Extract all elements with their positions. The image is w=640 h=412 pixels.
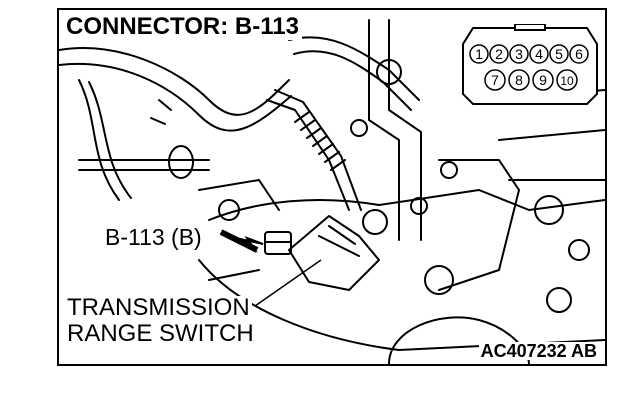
bracket [368,19,400,241]
figure-code: AC407232 AB [478,341,599,361]
bolt [350,119,368,137]
leader-line [254,259,322,307]
bolt [568,239,590,261]
range-switch [288,215,380,291]
bracket [388,19,422,241]
engine-illustration [59,19,605,364]
pin-2 [489,44,509,64]
pin-number: 4 [535,46,543,62]
clip [168,145,194,179]
pin-number: 8 [515,72,523,88]
pin-6 [569,44,589,64]
clip [150,99,172,125]
bolt [410,197,428,215]
wire-harness [88,81,132,199]
connector-callout-label: B-113 (B) [103,224,204,250]
pin-10 [556,69,578,91]
casting [198,179,280,281]
bolt [376,59,402,85]
cable-boot [294,111,346,171]
component-label-line2: RANGE SWITCH [65,320,256,347]
pin-5 [549,44,569,64]
pin-number: 9 [539,72,547,88]
range-switch [318,225,360,257]
pin-3 [509,44,529,64]
pin-number: 2 [495,46,503,62]
component-label-line1: TRANSMISSION [65,294,252,321]
diagram-frame: 1 2 3 4 5 6 7 8 9 10 CONNECTOR: B-113 B-… [57,8,607,366]
connector-pin-diagram: 1 2 3 4 5 6 7 8 9 10 [462,24,598,105]
bolt [546,287,572,313]
pin-4 [529,44,549,64]
transmission-case [438,159,520,291]
pin-7 [484,69,506,91]
pin-number: 7 [491,72,499,88]
pin-number: 10 [560,74,574,88]
transmission-case [208,189,605,221]
wire-harness [78,79,120,201]
callout-arrow [219,229,259,253]
connector-outline [462,27,598,105]
pin-number: 1 [475,46,483,62]
pin-1 [469,44,489,64]
rod [78,159,210,171]
bolt [424,265,454,295]
bolt [218,199,240,221]
pin-8 [508,69,530,91]
bolt [440,161,458,179]
pin-9 [532,69,554,91]
bolt [362,209,388,235]
connector-lock [514,24,546,31]
shift-cable [266,99,350,211]
wire-harness [59,62,292,132]
pin-number: 5 [555,46,563,62]
wire-harness [59,47,290,116]
wire-harness [288,36,420,101]
diagram-title: CONNECTOR: B-113 [63,14,302,40]
pin-number: 3 [515,46,523,62]
shift-cable [274,89,362,211]
pin-number: 6 [575,46,583,62]
bolt [534,195,564,225]
